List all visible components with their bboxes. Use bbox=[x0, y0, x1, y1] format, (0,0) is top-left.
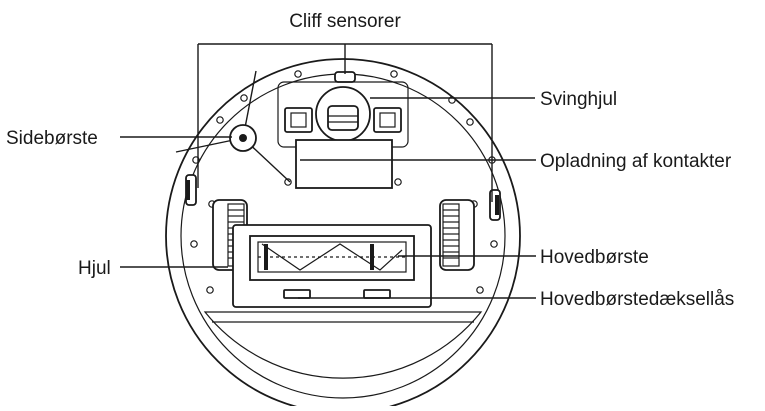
label-charging-contacts: Opladning af kontakter bbox=[540, 151, 732, 172]
main-brush-cover-lock-left bbox=[283, 289, 311, 299]
label-main-brush-cover-lock: Hovedbørstedæksellås bbox=[540, 289, 734, 310]
left-sensor-window bbox=[284, 107, 313, 133]
label-swivel-wheel: Svinghjul bbox=[540, 89, 617, 110]
label-cliff-sensors: Cliff sensorer bbox=[289, 11, 401, 32]
right-sensor-window bbox=[373, 107, 402, 133]
side-brush bbox=[175, 70, 291, 183]
dust-bin-cover bbox=[203, 311, 483, 379]
label-wheel: Hjul bbox=[78, 258, 111, 279]
leader-lines bbox=[120, 43, 536, 299]
right-wheel bbox=[439, 199, 475, 271]
main-brush-cover-lock-right bbox=[363, 289, 391, 299]
charging-contacts-plate bbox=[295, 139, 393, 189]
swivel-wheel-assembly bbox=[277, 81, 409, 148]
label-side-brush: Sidebørste bbox=[6, 128, 98, 149]
label-main-brush: Hovedbørste bbox=[540, 247, 649, 268]
main-brush-compartment bbox=[232, 224, 432, 308]
